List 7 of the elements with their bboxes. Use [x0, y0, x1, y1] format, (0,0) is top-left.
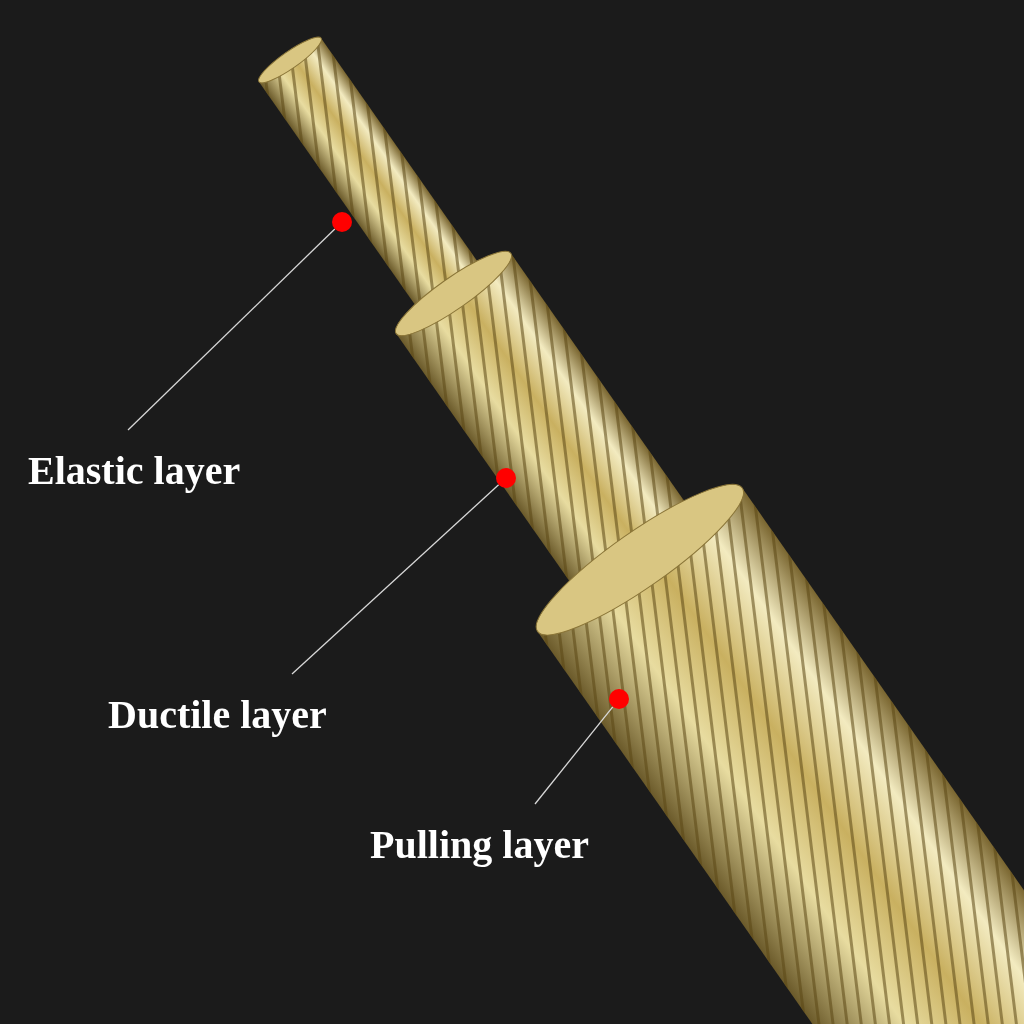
layer-label: Ductile layer — [108, 692, 327, 738]
layer-label: Pulling layer — [370, 822, 589, 868]
leader-line — [291, 484, 500, 675]
leader-line — [534, 706, 614, 805]
marker-dot — [332, 212, 352, 232]
layer-label: Elastic layer — [28, 448, 241, 494]
leader-line — [127, 228, 336, 431]
